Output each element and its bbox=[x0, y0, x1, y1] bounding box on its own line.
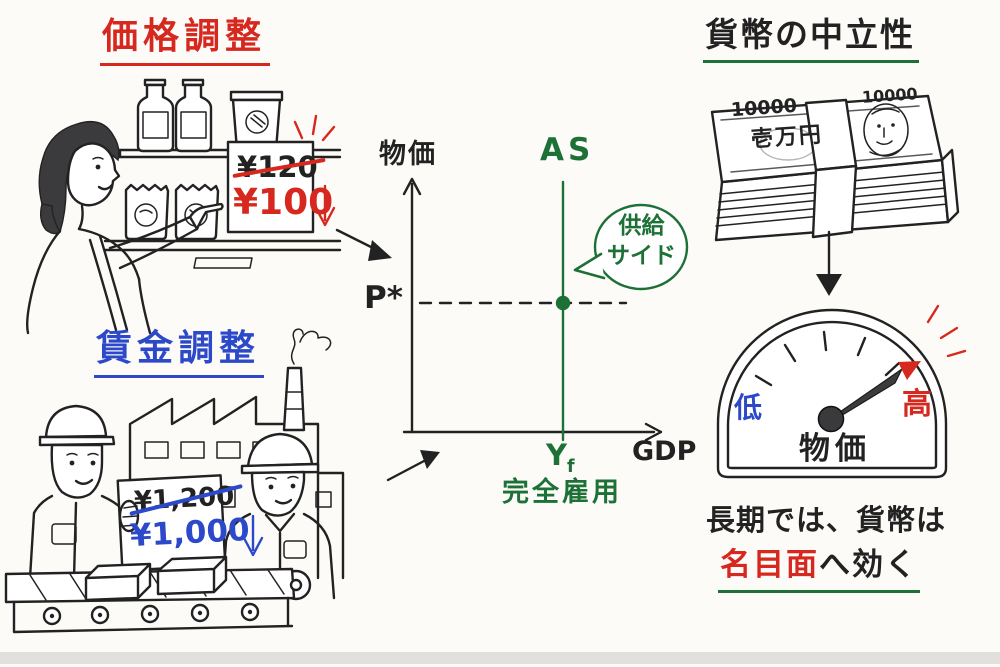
gauge-low-label: 低 bbox=[734, 391, 763, 424]
woman-shopper bbox=[25, 120, 224, 335]
conveyor-belt bbox=[4, 555, 312, 634]
price-down-arrow-icon bbox=[314, 184, 336, 227]
worker-left bbox=[28, 404, 132, 580]
conclusion-line1: 長期では、貨幣は bbox=[706, 503, 947, 537]
old-wage: ¥1,200 bbox=[129, 481, 244, 517]
gauge-center-label: 物価 bbox=[799, 431, 871, 467]
emphasis-sparks-gauge bbox=[926, 304, 967, 358]
conclusion-tail: へ効く bbox=[819, 547, 918, 583]
ground-shading bbox=[0, 652, 1000, 664]
bill-denomination: 壱万円 bbox=[750, 122, 824, 153]
wage-adjustment-title: 賃金調整 bbox=[94, 330, 265, 378]
money-neutrality-title: 貨幣の中立性 bbox=[703, 17, 919, 63]
full-employment-caption: 完全雇用 bbox=[502, 477, 622, 508]
bottle-icon bbox=[136, 78, 213, 153]
price-title-text: 価格調整 bbox=[100, 18, 271, 66]
arrow-wage-to-graph-icon bbox=[386, 450, 440, 482]
equilibrium-dot bbox=[555, 295, 571, 311]
factory-scene bbox=[4, 328, 345, 634]
wage-sign bbox=[116, 474, 227, 572]
arrow-money-to-gauge-icon bbox=[816, 230, 842, 296]
x-axis-label: GDP bbox=[632, 436, 697, 467]
money-title-text: 貨幣の中立性 bbox=[703, 17, 919, 63]
emphasis-sparks-price bbox=[293, 114, 336, 142]
as-graph bbox=[402, 177, 689, 442]
old-price: ¥120 bbox=[232, 152, 326, 182]
gauge-needle bbox=[817, 361, 921, 433]
x-axis bbox=[402, 422, 663, 442]
store-shelf bbox=[103, 148, 342, 269]
conclusion-highlight: 名目面 bbox=[720, 547, 819, 583]
supply-side-bubble-text: 供給 サイド bbox=[607, 213, 676, 269]
money-stack bbox=[710, 94, 960, 242]
y-axis bbox=[402, 177, 422, 434]
price-level-label: P* bbox=[364, 280, 403, 316]
factory-building bbox=[128, 328, 345, 580]
full-employment-tick: Yf bbox=[546, 438, 575, 477]
as-curve-label: AS bbox=[540, 132, 595, 168]
price-adjustment-title: 価格調整 bbox=[100, 18, 271, 66]
new-price: ¥100 bbox=[233, 182, 334, 223]
price-sign bbox=[226, 140, 315, 234]
wage-down-arrow-icon bbox=[242, 514, 264, 557]
shopper-scene bbox=[25, 78, 342, 335]
as-curve bbox=[555, 180, 571, 442]
y-axis-label: 物価 bbox=[379, 139, 437, 170]
price-gauge bbox=[716, 304, 967, 479]
supply-side-bubble bbox=[573, 203, 689, 291]
arrow-price-to-graph-icon bbox=[335, 228, 392, 261]
bill-corner-right: 10000 bbox=[861, 84, 919, 107]
bill-portrait bbox=[863, 103, 909, 157]
worker-right bbox=[220, 432, 336, 600]
new-wage: ¥1,000 bbox=[129, 511, 251, 555]
gauge-ticks bbox=[754, 330, 901, 387]
wage-title-text: 賃金調整 bbox=[94, 330, 265, 378]
gauge-high-label: 高 bbox=[902, 387, 932, 422]
conclusion-line2: 名目面へ効く bbox=[718, 549, 920, 593]
